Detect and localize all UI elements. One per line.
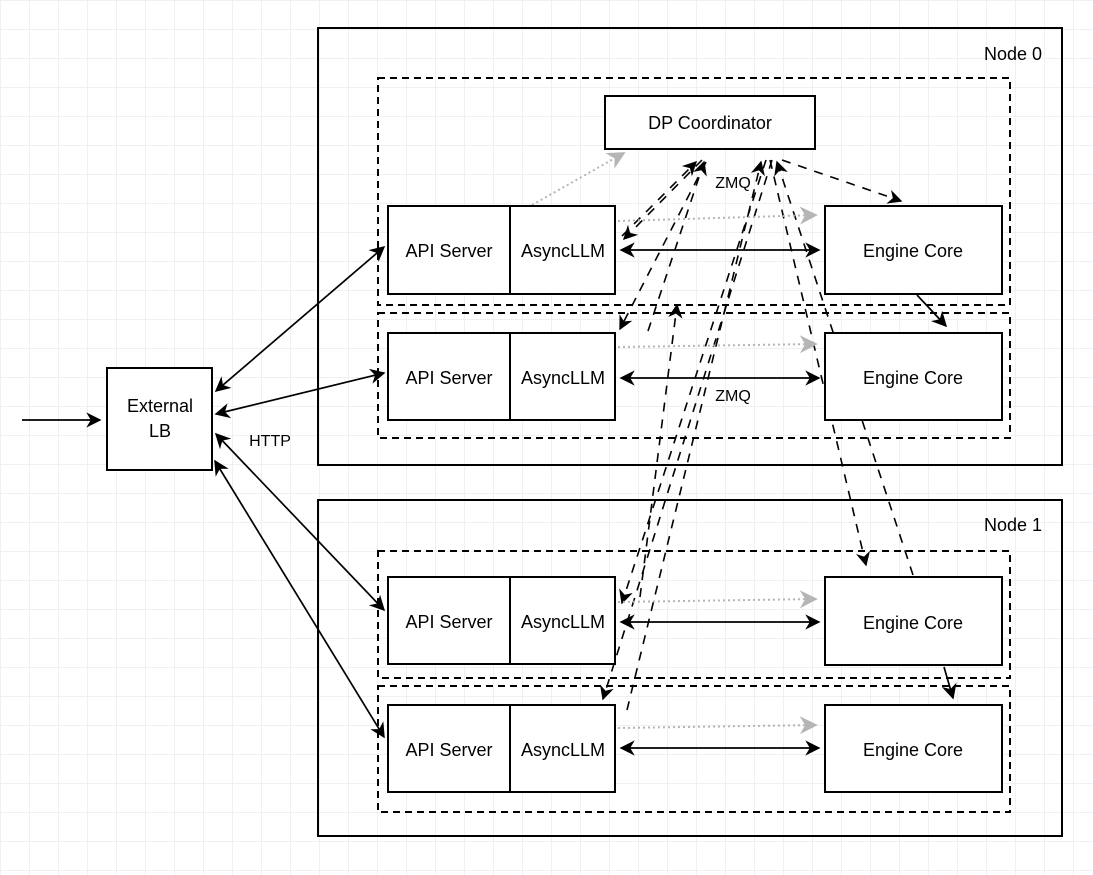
edge-dotted-asyncllm-n0r1-to-coordinator <box>531 152 626 206</box>
asyncllm-label: AsyncLLM <box>521 740 605 760</box>
dp-coordinator-box <box>604 95 816 150</box>
edge-asyncllm-n1r2-to-coordinator <box>626 160 765 711</box>
edge-engine-n0r1-to-engine-n0r2 <box>916 294 948 328</box>
edge-engine-n1r1-to-engine-n1r2 <box>941 666 957 700</box>
external-lb-label-line2: LB <box>149 421 171 441</box>
api-server-label: API Server <box>405 368 492 388</box>
node1-title: Node 1 <box>984 515 1042 535</box>
solid-edges <box>22 242 957 756</box>
edge-dotted-asyncllm-n0r1-to-engine <box>617 206 818 225</box>
engine-core-label: Engine Core <box>863 613 963 633</box>
edge-coordinator-to-asyncllm-n1r2 <box>600 159 773 701</box>
edge-dotted-asyncllm-n0r2-to-engine <box>617 335 818 354</box>
edge-lb-api-n0r2 <box>214 368 386 419</box>
api-server-label: API Server <box>405 740 492 760</box>
engine-core-label: Engine Core <box>863 368 963 388</box>
edge-lb-api-n0r1 <box>214 246 386 392</box>
zmq-label-coordinator: ZMQ <box>715 175 751 192</box>
edge-dotted-asyncllm-n1r2-to-engine <box>617 716 818 735</box>
edge-engine-n1r1-to-coordinator <box>774 160 914 576</box>
asyncllm-label: AsyncLLM <box>521 368 605 388</box>
edge-coordinator-to-asyncllm-n0r1 <box>622 159 703 241</box>
engine-core-box <box>824 332 1003 421</box>
node1-row1: API Server AsyncLLM Engine Core <box>387 576 1003 666</box>
edge-asyncllm-n0r1-to-coordinator <box>621 160 698 237</box>
engine-core-label: Engine Core <box>863 241 963 261</box>
dp-coordinator-label: DP Coordinator <box>648 113 772 133</box>
api-asyncllm-box <box>387 205 616 295</box>
coordinator-dashed-edges <box>600 159 914 711</box>
api-server-label: API Server <box>405 612 492 632</box>
edge-coordinator-to-engine-n1r1 <box>769 159 871 567</box>
node1-row2: API Server AsyncLLM Engine Core <box>387 704 1003 793</box>
zmq-label-engine: ZMQ <box>715 388 751 405</box>
http-label: HTTP <box>249 433 291 450</box>
node0-row1: API Server AsyncLLM Engine Core <box>387 205 1003 295</box>
dotted-ipc-edges <box>531 152 818 735</box>
external-lb-box <box>106 367 213 471</box>
edge-lb-api-n1r1 <box>214 432 386 612</box>
api-asyncllm-box <box>387 576 616 665</box>
node0-row2: API Server AsyncLLM Engine Core <box>387 332 1003 421</box>
node0-replica1-group <box>377 77 1011 306</box>
node0-title: Node 0 <box>984 44 1042 64</box>
asyncllm-label: AsyncLLM <box>521 612 605 632</box>
api-server-label: API Server <box>405 241 492 261</box>
edge-coordinator-to-asyncllm-n1r1 <box>619 159 767 605</box>
engine-core-label: Engine Core <box>863 740 963 760</box>
engine-core-box <box>824 205 1003 295</box>
engine-core-box <box>824 704 1003 793</box>
edge-lb-api-n1r2 <box>214 459 385 739</box>
external-lb-label-line1: External <box>127 396 193 416</box>
api-asyncllm-box <box>387 332 616 421</box>
edge-dotted-asyncllm-n1r1-to-engine <box>617 590 818 609</box>
asyncllm-label: AsyncLLM <box>521 241 605 261</box>
engine-core-box <box>824 576 1003 666</box>
node1-replica2-group <box>377 685 1011 813</box>
api-asyncllm-box <box>387 704 616 793</box>
edge-asyncllm-n1r1-to-coordinator <box>639 303 683 598</box>
edge-coordinator-to-asyncllm-n0r2 <box>619 161 707 331</box>
edge-coordinator-to-engine-n0r1 <box>781 159 903 204</box>
